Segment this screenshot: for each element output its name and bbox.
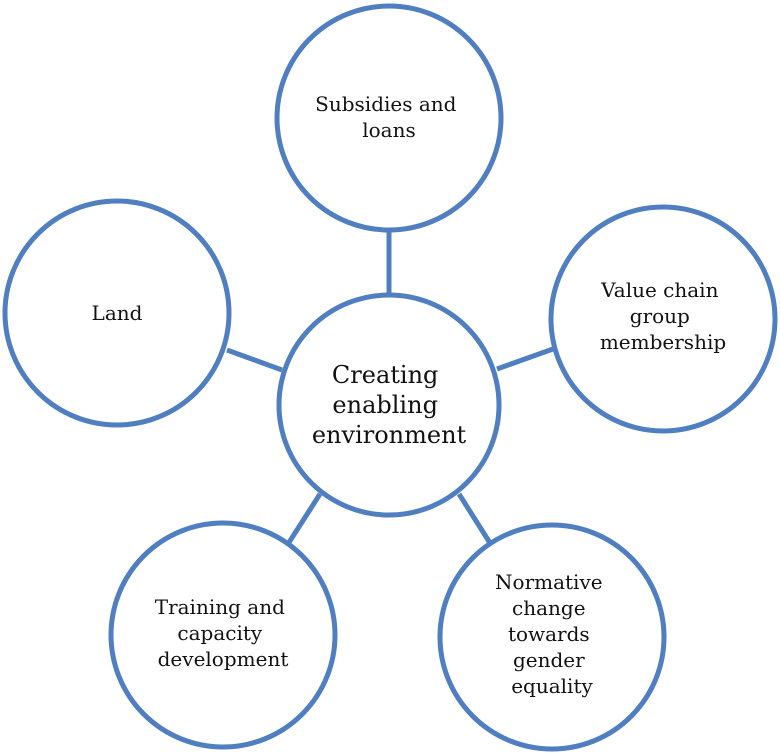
connector-training-and-capacity [285,492,323,546]
center-circle [276,292,502,518]
center-label: Creating enabling environment [312,361,467,449]
connector-normative-change [456,492,493,545]
node-normative-change-label: Normative change towards gender equality [495,570,609,698]
node-center: Creating enabling environment [276,292,502,518]
node-value-chain-line-3: membership [600,330,726,354]
node-value-chain-line-2: group [630,304,690,328]
node-training-line-3: development [158,647,289,671]
node-value-chain-group-membership-label: Value chain group membership [600,278,726,354]
node-value-chain-line-1: Value chain [600,278,718,302]
node-land-circle [2,198,232,428]
node-land-label: Land [92,301,143,325]
node-normative-change-line-5: equality [511,674,593,698]
node-normative-change-circle [437,522,667,752]
node-training-and-capacity-development: Training and capacity development [108,520,338,750]
center-line-3: environment [312,421,467,449]
node-subsidies-and-loans: Subsidies and loans [274,3,504,233]
node-training-label: Training and capacity development [155,595,292,671]
node-training-circle [108,520,338,750]
node-normative-change-line-2: change [512,596,586,620]
node-training-line-2: capacity [177,621,262,645]
node-normative-change-line-1: Normative [495,570,603,594]
node-normative-change-towards-gender-equality: Normative change towards gender equality [437,522,667,752]
node-land: Land [2,198,232,428]
node-normative-change-line-3: towards [508,622,590,646]
node-subsidies-and-loans-line-1: Subsidies and [315,92,457,116]
node-subsidies-and-loans-line-2: loans [362,118,416,142]
connector-value-chain-group-membership [496,346,554,372]
node-normative-change-line-4: gender [513,648,585,672]
connector-land [226,347,283,373]
node-subsidies-and-loans-label: Subsidies and loans [315,92,463,142]
center-line-2: enabling [332,391,438,419]
node-subsidies-and-loans-circle [274,3,504,233]
node-land-line-1: Land [92,301,143,325]
center-line-1: Creating [332,361,439,389]
node-value-chain-group-membership: Value chain group membership [548,204,778,434]
node-training-line-1: Training and [155,595,285,619]
node-value-chain-group-membership-circle [548,204,778,434]
